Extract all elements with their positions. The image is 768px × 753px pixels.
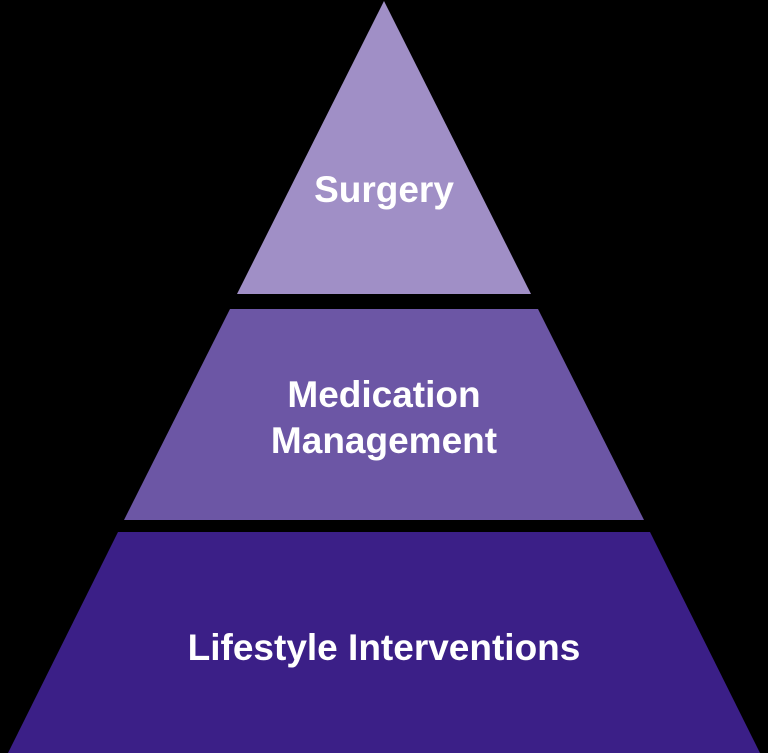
tier-lifestyle-interventions-shape bbox=[8, 532, 760, 753]
tier-medication-management-shape bbox=[124, 309, 644, 520]
tier-medication-management-label-line1: Medication bbox=[287, 374, 480, 415]
tier-lifestyle-interventions-label: Lifestyle Interventions bbox=[188, 627, 581, 668]
tier-medication-management-label-line2: Management bbox=[271, 420, 497, 461]
tier-medication-management: Medication Management bbox=[124, 309, 644, 520]
tier-surgery-label: Surgery bbox=[314, 169, 454, 210]
tier-surgery-shape bbox=[237, 1, 531, 294]
tier-lifestyle-interventions: Lifestyle Interventions bbox=[8, 532, 760, 753]
tier-surgery: Surgery bbox=[237, 1, 531, 294]
